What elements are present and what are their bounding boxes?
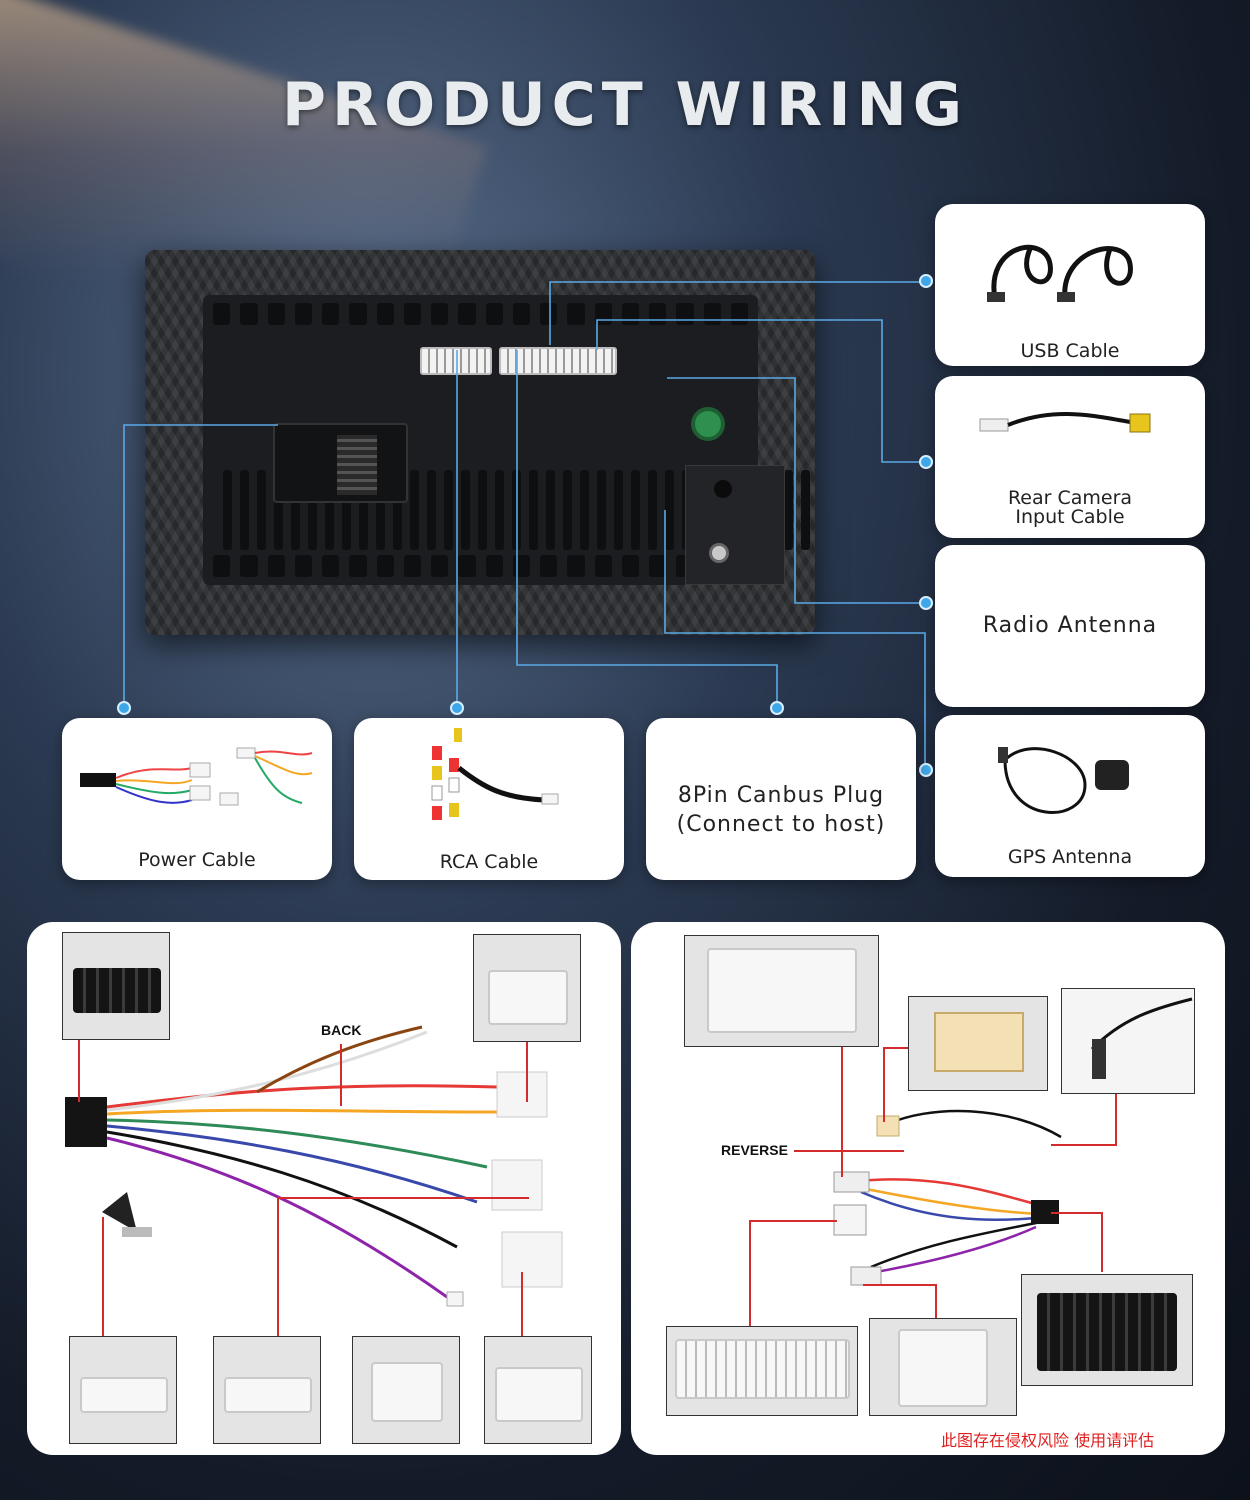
rear-camera-cable-image xyxy=(979,411,1151,433)
white-40pin-plug-photo xyxy=(666,1326,858,1416)
white-plug-photo-4 xyxy=(484,1336,592,1444)
callout-line xyxy=(841,1047,843,1177)
white-plug-photo-1 xyxy=(69,1336,177,1444)
callout-line xyxy=(749,1220,837,1222)
vent-row-bottom xyxy=(213,555,748,577)
callout-line xyxy=(277,1197,279,1337)
white-plug-photo-2 xyxy=(213,1336,321,1444)
callout-line xyxy=(749,1220,751,1327)
callout-line xyxy=(863,1284,935,1286)
head-unit-chassis xyxy=(203,295,810,585)
rca-connector-dot xyxy=(450,701,464,715)
callout-line xyxy=(794,1150,904,1152)
usb-canbus-socket xyxy=(499,347,617,375)
power-harness-illustration xyxy=(65,1025,563,1307)
gps-antenna-image xyxy=(998,747,1129,814)
callout-line xyxy=(883,1047,885,1122)
power-harness-panel: BACK xyxy=(27,922,621,1455)
rca-socket xyxy=(420,347,492,375)
white-20pin-plug-photo xyxy=(684,935,879,1047)
callout-line xyxy=(78,1040,80,1102)
callout-line xyxy=(1051,1144,1117,1146)
beige-plug-photo xyxy=(908,996,1048,1091)
callout-line xyxy=(526,1042,528,1102)
gps-antenna-label: GPS Antenna xyxy=(1007,846,1133,868)
canbus-connector-dot xyxy=(770,701,784,715)
back-label: BACK xyxy=(321,1022,362,1038)
head-unit-back xyxy=(145,250,815,635)
camera-port xyxy=(691,407,725,441)
rca-cable-image xyxy=(431,728,559,820)
callout-line xyxy=(1115,1094,1117,1144)
power-cable-image xyxy=(80,747,313,806)
usb-cable-image xyxy=(987,244,1133,302)
rca-cable-label: RCA Cable xyxy=(439,851,539,873)
callout-line xyxy=(277,1197,529,1199)
callout-line xyxy=(521,1272,523,1337)
rear-camera-connector-dot xyxy=(919,455,933,469)
canbus-plug-card: 8Pin Canbus Plug (Connect to host) xyxy=(646,718,916,880)
radio-antenna-connector-dot xyxy=(919,596,933,610)
rca-cable-card: RCA Cable xyxy=(354,718,624,880)
rear-camera-card: Rear Camera Input Cable xyxy=(935,376,1205,538)
power-cable-label: Power Cable xyxy=(138,849,256,871)
rear-camera-label-line1: Rear Camera xyxy=(1007,487,1133,509)
rear-camera-label-line2: Input Cable xyxy=(1015,506,1125,528)
usb-cable-label: USB Cable xyxy=(1020,340,1120,362)
canbus-label-line1: 8Pin Canbus Plug xyxy=(677,783,885,808)
antenna-port xyxy=(709,543,729,563)
radio-antenna-label: Radio Antenna xyxy=(982,613,1158,638)
watermark-text: 此图存在侵权风险 使用请评估 xyxy=(941,1431,1155,1450)
callout-line xyxy=(1101,1212,1103,1272)
vent-row-top xyxy=(213,303,748,325)
white-plug-photo-top xyxy=(473,934,581,1042)
page-title: PRODUCT WIRING xyxy=(281,70,969,140)
callout-line xyxy=(1051,1212,1103,1214)
radio-antenna-card: Radio Antenna xyxy=(935,545,1205,707)
reverse-label: REVERSE xyxy=(721,1142,788,1158)
black-16pin-plug-photo xyxy=(62,932,170,1040)
usb-connector-dot xyxy=(919,274,933,288)
white-12pin-plug-photo xyxy=(869,1318,1017,1416)
antenna-adapter-photo xyxy=(1061,988,1195,1094)
gps-port-housing xyxy=(685,465,785,585)
gps-connector-dot xyxy=(919,763,933,777)
usb-cable-card: USB Cable xyxy=(935,204,1205,366)
callout-line xyxy=(935,1284,937,1319)
callout-line xyxy=(883,1047,908,1049)
canbus-label-line2: (Connect to host) xyxy=(676,812,886,837)
callout-line xyxy=(102,1217,104,1337)
black-20pin-plug-photo xyxy=(1021,1274,1193,1386)
canbus-harness-illustration xyxy=(833,1109,1062,1286)
canbus-harness-panel: REVERSE 此图存在侵权风险 使用请评估 xyxy=(631,922,1225,1455)
callout-line xyxy=(340,1044,342,1106)
white-plug-photo-3 xyxy=(352,1336,460,1444)
gps-antenna-card: GPS Antenna xyxy=(935,715,1205,877)
power-socket xyxy=(273,423,408,503)
power-connector-dot xyxy=(117,701,131,715)
power-cable-card: Power Cable xyxy=(62,718,332,880)
